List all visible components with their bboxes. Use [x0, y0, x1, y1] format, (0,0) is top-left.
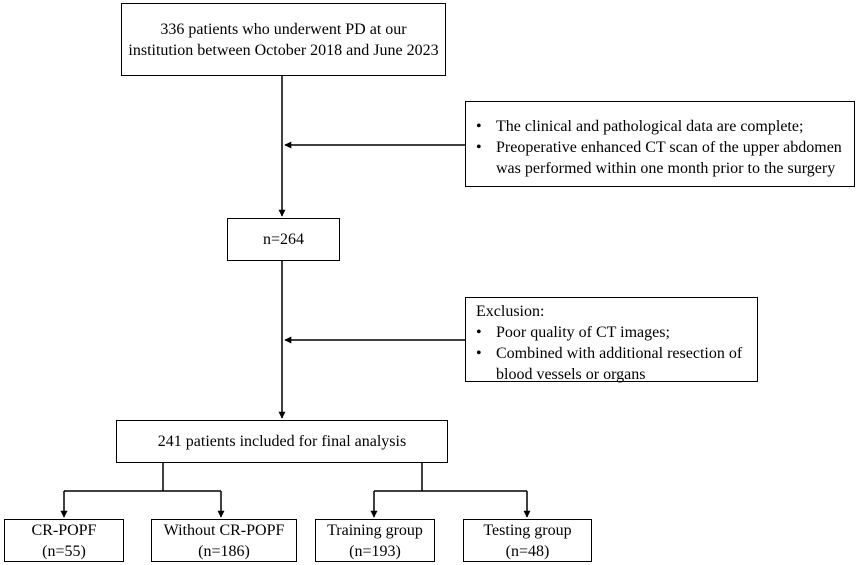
exclusion-item: Poor quality of CT images;	[476, 322, 749, 343]
group-count: (n=186)	[198, 542, 250, 560]
inclusion-box: The clinical and pathological data are c…	[465, 101, 855, 187]
final-analysis-box: 241 patients included for final analysis	[116, 420, 448, 463]
exclusion-box: Exclusion: Poor quality of CT images; Co…	[465, 297, 758, 385]
group-count: (n=193)	[349, 542, 401, 560]
n264-box: n=264	[227, 218, 340, 261]
exclusion-item: Combined with additional resection of bl…	[476, 343, 749, 385]
final-analysis-label: 241 patients included for final analysis	[157, 433, 407, 450]
group-name: CR-POPF	[31, 521, 97, 539]
n264-label: n=264	[262, 231, 305, 248]
inclusion-item: The clinical and pathological data are c…	[476, 116, 846, 137]
group-name: Without CR-POPF	[163, 521, 285, 539]
start-line-2: institution between October 2018 and Jun…	[128, 41, 439, 59]
group-count: (n=48)	[505, 542, 550, 560]
group-name: Testing group	[483, 521, 572, 539]
group-testing-box: Testing group (n=48)	[463, 519, 592, 562]
group-count: (n=55)	[42, 542, 86, 560]
exclusion-heading: Exclusion:	[476, 303, 545, 320]
start-box: 336 patients who underwent PD at our ins…	[121, 3, 446, 76]
start-line-1: 336 patients who underwent PD at our	[160, 20, 407, 38]
group-name: Training group	[327, 521, 423, 539]
group-cr-popf-box: CR-POPF (n=55)	[4, 519, 124, 562]
inclusion-item: Preoperative enhanced CT scan of the upp…	[476, 137, 846, 179]
group-training-box: Training group (n=193)	[315, 519, 435, 562]
group-without-cr-popf-box: Without CR-POPF (n=186)	[151, 519, 297, 562]
